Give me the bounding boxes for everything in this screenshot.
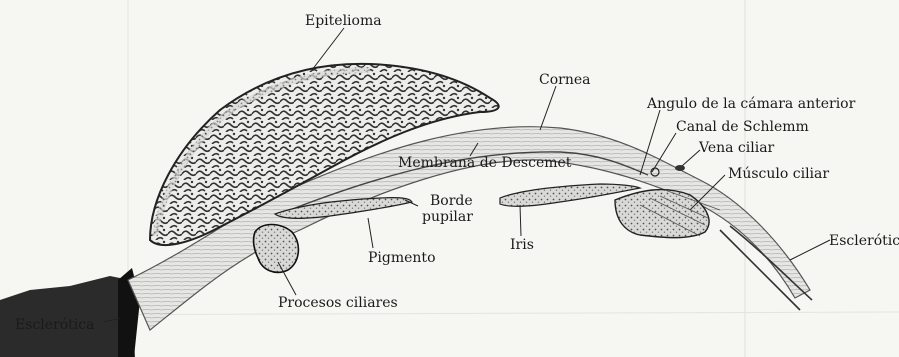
label-iris: Iris — [510, 237, 534, 253]
label-pupilar: pupilar — [422, 209, 473, 225]
label-epitelioma: Epitelioma — [305, 13, 382, 29]
scan-edge-shadow — [0, 268, 140, 357]
ciliary-processes — [254, 225, 299, 273]
label-vena-ciliar: Vena ciliar — [698, 140, 775, 156]
label-borde: Borde — [430, 193, 473, 209]
label-membrana-descemet: Membrana de Descemet — [398, 155, 572, 171]
label-angulo-camara-anterior: Angulo de la cámara anterior — [646, 96, 856, 112]
ciliary-vein — [675, 165, 685, 171]
label-pigmento: Pigmento — [368, 250, 436, 266]
label-esclerotica-right: Esclerótic — [829, 233, 899, 249]
label-cornea: Cornea — [539, 72, 590, 88]
label-musculo-ciliar: Músculo ciliar — [728, 166, 829, 182]
label-canal-schlemm: Canal de Schlemm — [676, 119, 809, 135]
label-esclerotica-left: Esclerótica — [15, 317, 94, 333]
label-procesos-ciliares: Procesos ciliares — [278, 295, 398, 311]
